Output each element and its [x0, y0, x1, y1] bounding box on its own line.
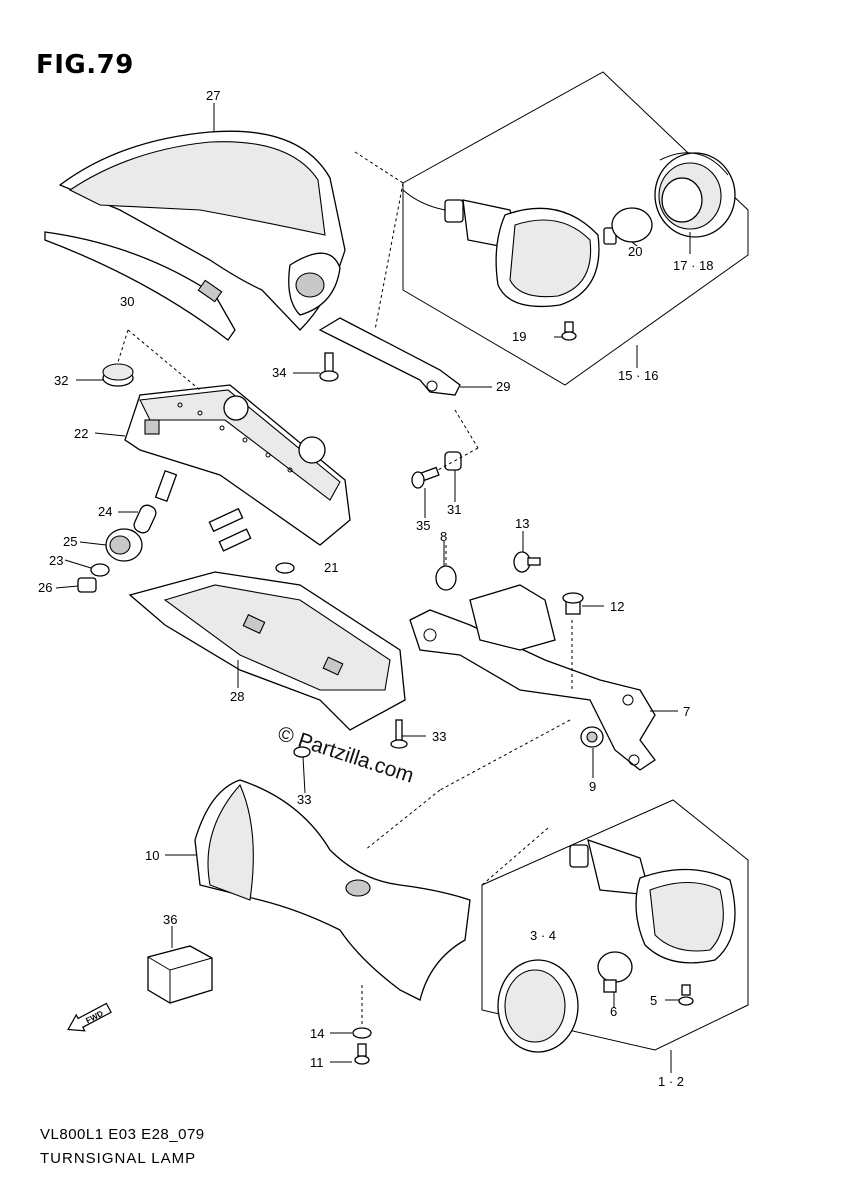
callout-9: 9	[589, 779, 596, 794]
callout-19: 19	[512, 329, 526, 344]
stay-bracket-29	[318, 317, 461, 396]
figure-title: FIG.79	[36, 50, 134, 80]
washer-14-screw-11	[352, 1027, 372, 1065]
callout-33-left: 33	[297, 792, 311, 807]
callout-1-2: 1 · 2	[658, 1074, 684, 1089]
screw-13	[513, 551, 541, 573]
front-screw	[678, 984, 694, 1006]
relay-36	[147, 945, 213, 1004]
callout-34: 34	[272, 365, 286, 380]
callout-17-18: 17 · 18	[673, 258, 713, 273]
leader-lines	[55, 103, 691, 1073]
callout-23: 23	[49, 553, 63, 568]
fwd-arrow-icon: FWD	[67, 1002, 112, 1032]
cushion-25	[105, 528, 143, 562]
callout-32: 32	[54, 373, 68, 388]
callout-26: 26	[38, 580, 52, 595]
front-turnsignal-lamp	[569, 838, 736, 964]
callout-8: 8	[440, 529, 447, 544]
callout-6: 6	[610, 1004, 617, 1019]
callout-21: 21	[324, 560, 338, 575]
callout-3-4: 3 · 4	[530, 928, 556, 943]
callout-22: 22	[74, 426, 88, 441]
grommet-32	[102, 363, 134, 387]
callout-29: 29	[496, 379, 510, 394]
callout-13: 13	[515, 516, 529, 531]
front-lens	[497, 959, 579, 1053]
cushion-9	[580, 726, 604, 748]
nut-26	[77, 577, 97, 593]
callout-5: 5	[650, 993, 657, 1008]
rear-turnsignal-lamp	[402, 189, 600, 308]
rear-screw	[561, 321, 577, 341]
fender-reflector-strip	[44, 231, 236, 341]
callout-7: 7	[683, 704, 690, 719]
front-turnsignal-assembly-box	[481, 799, 749, 1051]
callout-36: 36	[163, 912, 177, 927]
callout-31: 31	[447, 502, 461, 517]
bolt-35	[411, 466, 440, 489]
bracket-studs	[154, 469, 295, 574]
rear-bulb	[603, 207, 653, 245]
bolt-34	[319, 352, 339, 382]
spacer-24	[133, 504, 157, 534]
callout-28: 28	[230, 689, 244, 704]
callout-30: 30	[120, 294, 134, 309]
model-code: VL800L1 E03 E28_079	[40, 1126, 205, 1143]
collar-12	[562, 592, 584, 615]
cushion-8	[435, 565, 457, 591]
callout-10: 10	[145, 848, 159, 863]
rear-lens	[654, 152, 736, 238]
connector-lines	[117, 329, 573, 1025]
rear-turnsignal-assembly-box	[354, 71, 749, 386]
callout-15-16: 15 · 16	[618, 368, 658, 383]
license-plate-bracket	[124, 384, 351, 546]
callout-12: 12	[610, 599, 624, 614]
callout-35: 35	[416, 518, 430, 533]
nut-31	[444, 451, 462, 471]
callout-labels: 27 30 32 22 34 29 19 20 17 · 18 15 · 16 …	[38, 88, 713, 1089]
rear-fender-cover	[58, 130, 346, 331]
callout-11: 11	[310, 1055, 324, 1070]
callout-25: 25	[63, 534, 77, 549]
front-signal-bracket-7	[409, 584, 656, 771]
callout-33-right: 33	[432, 729, 446, 744]
washer-23	[90, 563, 110, 577]
callout-24: 24	[98, 504, 112, 519]
front-bracket-cover-10	[194, 779, 471, 1001]
screw-33	[293, 719, 408, 758]
section-name: TURNSIGNAL LAMP	[40, 1150, 197, 1167]
callout-20: 20	[628, 244, 642, 259]
callout-14: 14	[310, 1026, 324, 1041]
front-bulb	[597, 951, 633, 993]
callout-27: 27	[206, 88, 220, 103]
bracket-28	[128, 571, 406, 731]
